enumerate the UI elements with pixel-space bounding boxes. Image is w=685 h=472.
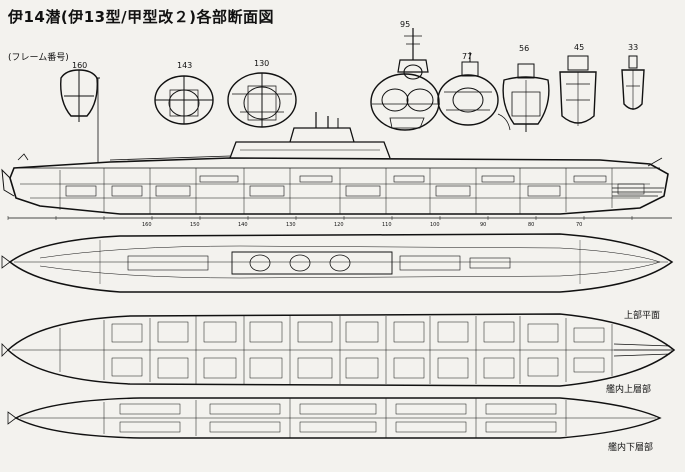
cross-section-95 bbox=[370, 28, 440, 131]
cross-section-45 bbox=[559, 55, 597, 126]
upper-deck-plan bbox=[1, 313, 676, 387]
ruler-tick-label: 140 bbox=[238, 222, 248, 228]
cross-section-33 bbox=[621, 55, 645, 110]
cross-section-160 bbox=[60, 69, 98, 122]
lower-deck-plan bbox=[7, 397, 662, 439]
side-profile bbox=[1, 77, 669, 215]
cross-section-56 bbox=[502, 63, 550, 132]
top-plan-view bbox=[1, 233, 674, 293]
cross-section-77 bbox=[437, 52, 511, 131]
cross-section-130 bbox=[227, 72, 297, 128]
frame-number-label: (フレーム番号) bbox=[8, 53, 69, 63]
page-title: 伊14潜(伊13型/甲型改２)各部断面図 bbox=[8, 8, 274, 26]
ruler-tick-label: 120 bbox=[334, 222, 344, 228]
frame-number: 130 bbox=[254, 59, 269, 68]
ruler-tick-label: 80 bbox=[528, 222, 534, 228]
ruler-tick-label: 130 bbox=[286, 222, 296, 228]
ruler-tick-label: 90 bbox=[480, 222, 486, 228]
upper-deck-label: 艦内上層部 bbox=[606, 385, 652, 395]
ruler-tick-label: 110 bbox=[382, 222, 392, 228]
ruler-tick-label: 70 bbox=[576, 222, 582, 228]
lower-deck-label: 艦内下層部 bbox=[608, 443, 654, 453]
ruler-tick-label: 100 bbox=[430, 222, 440, 228]
frame-number: 33 bbox=[628, 43, 638, 52]
top-plan-view-label: 上部平面 bbox=[624, 311, 661, 321]
frame-number: 160 bbox=[72, 61, 87, 70]
frame-number: 143 bbox=[177, 61, 192, 70]
frame-number: 77 bbox=[462, 52, 472, 61]
ruler-tick-label: 150 bbox=[190, 222, 200, 228]
ruler-tick-label: 160 bbox=[142, 222, 152, 228]
frame-ruler: 160 150 140 130 120 110 100 90 80 70 bbox=[7, 216, 672, 228]
frame-number: 45 bbox=[574, 43, 584, 52]
cross-section-143 bbox=[154, 75, 214, 125]
frame-number: 95 bbox=[400, 20, 410, 29]
frame-number: 56 bbox=[519, 44, 529, 53]
